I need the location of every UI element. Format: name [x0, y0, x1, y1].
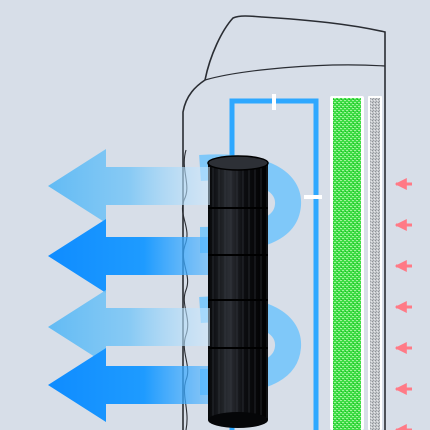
housing-outline: [182, 15, 386, 430]
tower-fan-icon: [207, 155, 269, 428]
outflow-arrow-icon: [48, 219, 208, 293]
outflow-arrow-icon: [48, 149, 210, 223]
outflow-arrow-icon: [48, 348, 208, 422]
outflow-arrows: [48, 149, 210, 422]
duct-marker-side: [304, 195, 322, 199]
outflow-arrow-icon: [48, 290, 210, 364]
intake-arrows: [394, 178, 412, 430]
pre-filter-icon: [370, 98, 380, 430]
hepa-filter-icon: [333, 98, 361, 430]
duct-marker-top: [272, 94, 276, 110]
housing-inner-line: [204, 64, 386, 81]
